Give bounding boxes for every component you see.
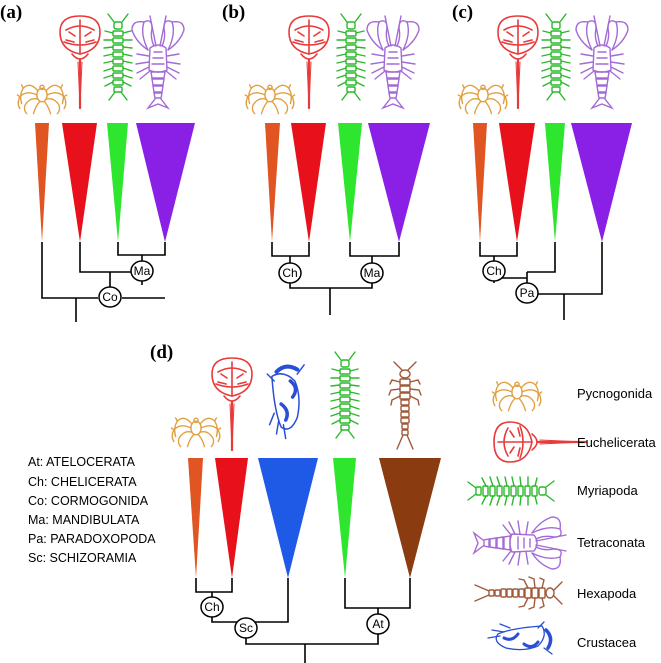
- centipede-icon: [336, 13, 366, 101]
- sea-spider-icon: [491, 381, 543, 412]
- panel-b-tree: [271, 242, 400, 315]
- svg-text:Co: Co: [102, 290, 118, 304]
- centipede-icon: [330, 351, 360, 439]
- panel-c-icons: [457, 13, 629, 115]
- abbreviation-item: Ch: CHELICERATA: [28, 475, 137, 489]
- centipede-icon: [103, 13, 133, 101]
- crustacean-icon: [486, 620, 554, 656]
- svg-text:Ch: Ch: [204, 600, 219, 614]
- clade-wedge-tetraconata: [136, 123, 195, 242]
- hexapod-icon: [474, 576, 563, 610]
- horseshoe-crab-icon: [58, 14, 102, 110]
- panel-a-label: (a): [0, 2, 22, 23]
- panel-b-clades: [265, 123, 430, 242]
- abbreviation-item: Pa: PARADOXOPODA: [28, 532, 156, 546]
- panel-a-icons: [16, 13, 185, 115]
- svg-text:Ch: Ch: [486, 264, 501, 278]
- lobster-icon: [366, 15, 420, 109]
- lobster-icon: [131, 15, 185, 109]
- horseshoe-crab-icon: [287, 14, 331, 110]
- panel-b-label: (b): [222, 2, 245, 23]
- node-ma-b: Ma: [360, 262, 384, 284]
- centipede-icon: [467, 476, 555, 506]
- node-ch-b: Ch: [278, 262, 302, 284]
- panel-d: (d) Ch: [150, 342, 441, 663]
- svg-text:Ma: Ma: [364, 266, 381, 280]
- clade-wedge-euchelicerata: [215, 458, 248, 578]
- lobster-icon: [473, 516, 567, 570]
- legend-label: Euchelicerata: [577, 435, 657, 450]
- legend-label: Tetraconata: [577, 535, 646, 550]
- clade-wedge-myriapoda: [545, 123, 565, 242]
- clade-wedge-hexapoda: [379, 458, 441, 578]
- sea-spider-icon: [170, 417, 222, 448]
- clade-wedge-pycnogonida: [265, 123, 280, 242]
- horseshoe-crab-icon: [492, 420, 588, 464]
- sea-spider-icon: [244, 84, 296, 115]
- node-pa-c: Pa: [515, 282, 539, 304]
- legend-item-hexapoda: Hexapoda: [474, 576, 637, 610]
- svg-text:At: At: [372, 617, 384, 631]
- panel-c: (c) Ch Pa: [452, 2, 632, 320]
- clade-wedge-pycnogonida: [188, 458, 203, 578]
- hexapod-icon: [388, 361, 422, 450]
- clade-wedge-euchelicerata: [62, 123, 97, 242]
- taxon-legend: Pycnogonida Euchelicerata Myriapoda Tetr…: [467, 381, 657, 656]
- panel-a: (a) Ma Co: [0, 2, 195, 322]
- clade-wedge-euchelicerata: [291, 123, 326, 242]
- panel-d-icons: [170, 351, 422, 452]
- legend-item-pycnogonida: Pycnogonida: [491, 381, 653, 412]
- abbreviation-item: Co: CORMOGONIDA: [28, 494, 149, 508]
- centipede-icon: [541, 13, 571, 101]
- clade-wedge-myriapoda: [333, 458, 356, 578]
- panel-d-label: (d): [150, 342, 173, 363]
- legend-item-tetraconata: Tetraconata: [473, 516, 646, 570]
- clade-wedge-pycnogonida: [35, 123, 49, 242]
- svg-text:Ch: Ch: [282, 266, 297, 280]
- node-co-a: Co: [98, 286, 122, 308]
- sea-spider-icon: [457, 84, 509, 115]
- svg-text:Ma: Ma: [134, 264, 151, 278]
- panel-c-label: (c): [452, 2, 473, 23]
- node-ch-c: Ch: [482, 260, 506, 282]
- legend-label: Hexapoda: [577, 586, 637, 601]
- panel-a-tree: [41, 242, 166, 322]
- panel-d-clades: [188, 458, 441, 578]
- abbreviation-item: Ma: MANDIBULATA: [28, 513, 140, 527]
- node-sc-d: Sc: [234, 617, 258, 639]
- node-at-d: At: [366, 613, 390, 635]
- legend-label: Crustacea: [577, 635, 637, 650]
- node-ma-a: Ma: [130, 260, 154, 282]
- node-ch-d: Ch: [200, 596, 224, 618]
- lobster-icon: [575, 15, 629, 109]
- sea-spider-icon: [16, 84, 68, 115]
- horseshoe-crab-icon: [210, 356, 254, 452]
- clade-wedge-myriapoda: [107, 123, 128, 242]
- clade-wedge-pycnogonida: [473, 123, 487, 242]
- legend-label: Pycnogonida: [577, 386, 653, 401]
- legend-label: Myriapoda: [577, 483, 638, 498]
- legend-item-myriapoda: Myriapoda: [467, 476, 638, 506]
- abbreviation-item: At: ATELOCERATA: [28, 455, 136, 469]
- clade-wedge-tetraconata: [571, 123, 632, 242]
- abbreviation-list: At: ATELOCERATA Ch: CHELICERATA Co: CORM…: [28, 455, 156, 565]
- svg-text:Pa: Pa: [520, 286, 535, 300]
- svg-text:Sc: Sc: [239, 621, 253, 635]
- clade-wedge-myriapoda: [338, 123, 362, 242]
- clade-wedge-crustacea: [258, 458, 318, 578]
- panel-c-clades: [473, 123, 632, 242]
- panel-b-icons: [244, 13, 420, 115]
- legend-item-euchelicerata: Euchelicerata: [492, 420, 657, 464]
- clade-wedge-euchelicerata: [499, 123, 535, 242]
- crustacean-icon: [267, 365, 304, 439]
- abbreviation-item: Sc: SCHIZORAMIA: [28, 551, 137, 565]
- legend-item-crustacea: Crustacea: [486, 620, 637, 656]
- clade-wedge-tetraconata: [368, 123, 430, 242]
- panel-a-clades: [35, 123, 195, 242]
- panel-b: (b) Ch Ma: [222, 2, 430, 315]
